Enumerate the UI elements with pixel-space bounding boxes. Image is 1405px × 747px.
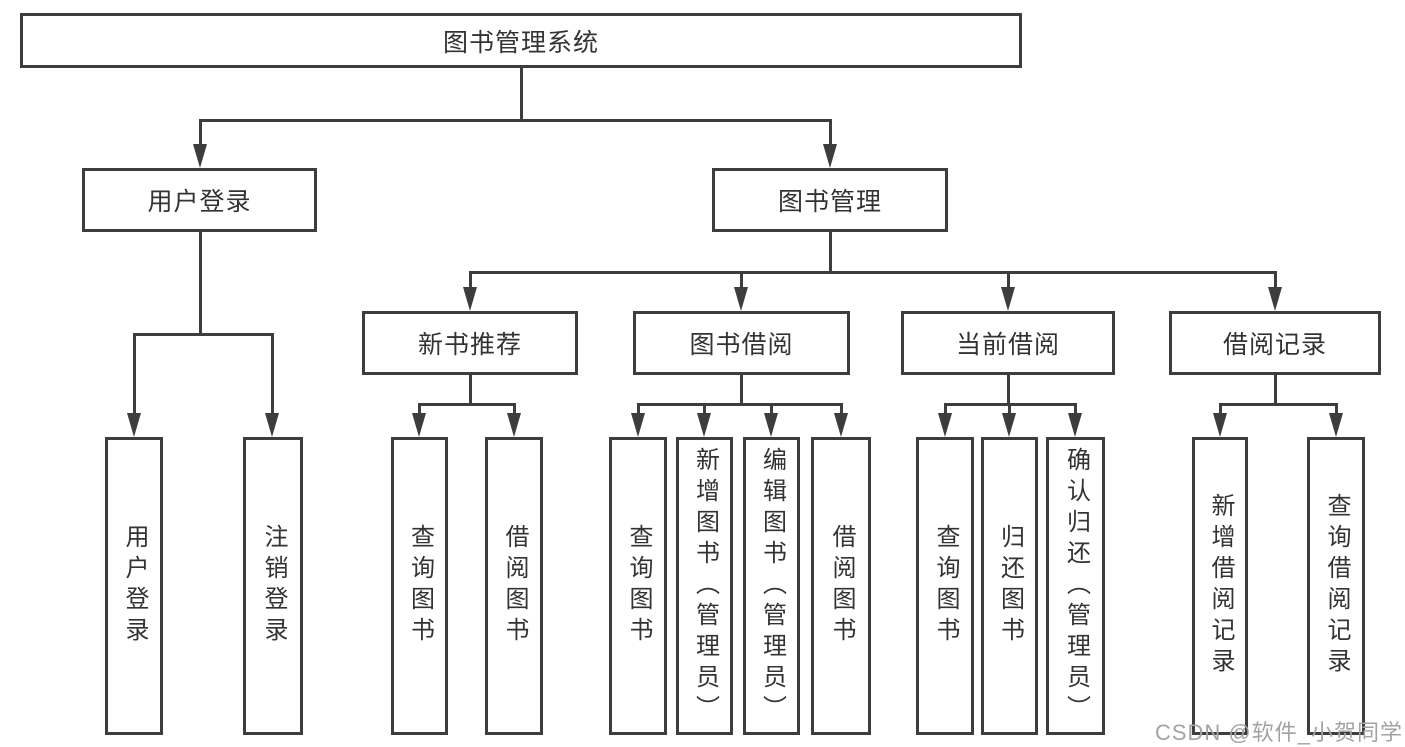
- arrow-down-icon: [193, 144, 207, 168]
- connector-line: [1274, 271, 1277, 290]
- arrow-down-icon: [463, 287, 477, 311]
- arrow-down-icon: [734, 287, 748, 311]
- node-label: 用户登录: [121, 524, 148, 648]
- node-logout: 注销登录: [243, 437, 303, 735]
- arrow-down-icon: [1002, 413, 1016, 437]
- node-borrowing-records: 借阅记录: [1169, 311, 1381, 375]
- connector-line: [271, 333, 274, 416]
- connector-line: [1007, 271, 1010, 290]
- node-label: 新增图书（管理员）: [691, 446, 719, 726]
- arrow-down-icon: [834, 413, 848, 437]
- connector-line: [418, 403, 515, 406]
- connector-line: [199, 119, 831, 122]
- connector-line: [840, 403, 843, 416]
- node-label: 注销登录: [260, 524, 287, 648]
- node-label: 查询图书: [406, 524, 434, 648]
- connector-line: [637, 403, 640, 416]
- node-return-books: 归还图书: [981, 437, 1038, 735]
- connector-line: [770, 403, 773, 416]
- node-book-borrowing: 图书借阅: [633, 311, 850, 375]
- node-confirm-return-admin: 确认归还（管理员）: [1046, 437, 1105, 735]
- arrow-down-icon: [127, 413, 141, 437]
- node-label: 新增借阅记录: [1207, 493, 1234, 679]
- connector-line: [513, 403, 516, 416]
- arrow-down-icon: [1329, 413, 1343, 437]
- connector-line: [740, 271, 743, 290]
- node-query-borrow-record: 查询借阅记录: [1307, 437, 1365, 735]
- node-library-management-system: 图书管理系统: [20, 13, 1022, 68]
- connector-line: [469, 271, 472, 290]
- connector-line: [829, 232, 832, 274]
- connector-line: [1274, 375, 1277, 406]
- arrow-down-icon: [1213, 413, 1227, 437]
- node-borrow-books-recommend: 借阅图书: [485, 437, 543, 735]
- arrow-down-icon: [412, 413, 426, 437]
- node-add-book-admin: 新增图书（管理员）: [676, 437, 733, 735]
- node-current-borrowing: 当前借阅: [901, 311, 1115, 375]
- arrow-down-icon: [631, 413, 645, 437]
- node-edit-book-admin: 编辑图书（管理员）: [743, 437, 800, 735]
- node-label: 借阅记录: [1222, 331, 1327, 359]
- connector-line: [469, 375, 472, 406]
- arrow-down-icon: [764, 413, 778, 437]
- connector-line: [1335, 403, 1338, 416]
- node-label: 图书管理: [777, 188, 882, 216]
- connector-line: [418, 403, 421, 416]
- node-user-login: 用户登录: [82, 168, 317, 232]
- connector-line: [1219, 403, 1338, 406]
- node-label: 借阅图书: [828, 524, 855, 648]
- node-label: 图书管理系统: [442, 28, 599, 57]
- node-label: 新书推荐: [417, 331, 522, 359]
- arrow-down-icon: [1268, 287, 1282, 311]
- connector-line: [1007, 375, 1010, 406]
- node-label: 编辑图书（管理员）: [758, 446, 786, 726]
- node-label: 查询图书: [625, 524, 652, 648]
- arrow-down-icon: [938, 413, 952, 437]
- connector-line: [469, 271, 1277, 274]
- connector-line: [199, 119, 202, 147]
- connector-line: [740, 375, 743, 406]
- node-label: 借阅图书: [501, 524, 528, 648]
- node-label: 确认归还（管理员）: [1062, 446, 1090, 726]
- arrow-down-icon: [1068, 413, 1082, 437]
- node-query-books-borrowing: 查询图书: [609, 437, 667, 735]
- node-book-management: 图书管理: [712, 168, 948, 232]
- node-label: 图书借阅: [689, 331, 794, 359]
- connector-line: [1008, 403, 1011, 416]
- arrow-down-icon: [265, 413, 279, 437]
- connector-line: [1074, 403, 1077, 416]
- connector-line: [637, 403, 843, 406]
- node-query-books-current: 查询图书: [916, 437, 974, 735]
- node-query-books-recommend: 查询图书: [391, 437, 448, 735]
- node-add-borrow-record: 新增借阅记录: [1192, 437, 1248, 735]
- arrow-down-icon: [507, 413, 521, 437]
- node-label: 当前借阅: [955, 331, 1060, 359]
- arrow-down-icon: [1001, 287, 1015, 311]
- arrow-down-icon: [697, 413, 711, 437]
- node-borrow-books-borrowing: 借阅图书: [811, 437, 871, 735]
- node-label: 查询图书: [932, 524, 959, 648]
- node-login: 用户登录: [105, 437, 163, 735]
- node-new-book-recommendation: 新书推荐: [362, 311, 578, 375]
- connector-line: [133, 333, 274, 336]
- connector-line: [520, 68, 523, 122]
- node-label: 查询借阅记录: [1323, 493, 1350, 679]
- node-label: 归还图书: [996, 524, 1024, 648]
- connector-line: [944, 403, 947, 416]
- watermark-text: CSDN @软件_小贺同学: [1154, 720, 1403, 745]
- connector-line: [199, 232, 202, 336]
- connector-line: [829, 119, 832, 147]
- connector-line: [703, 403, 706, 416]
- node-label: 用户登录: [147, 188, 252, 216]
- arrow-down-icon: [823, 144, 837, 168]
- connector-line: [1219, 403, 1222, 416]
- connector-line: [133, 333, 136, 416]
